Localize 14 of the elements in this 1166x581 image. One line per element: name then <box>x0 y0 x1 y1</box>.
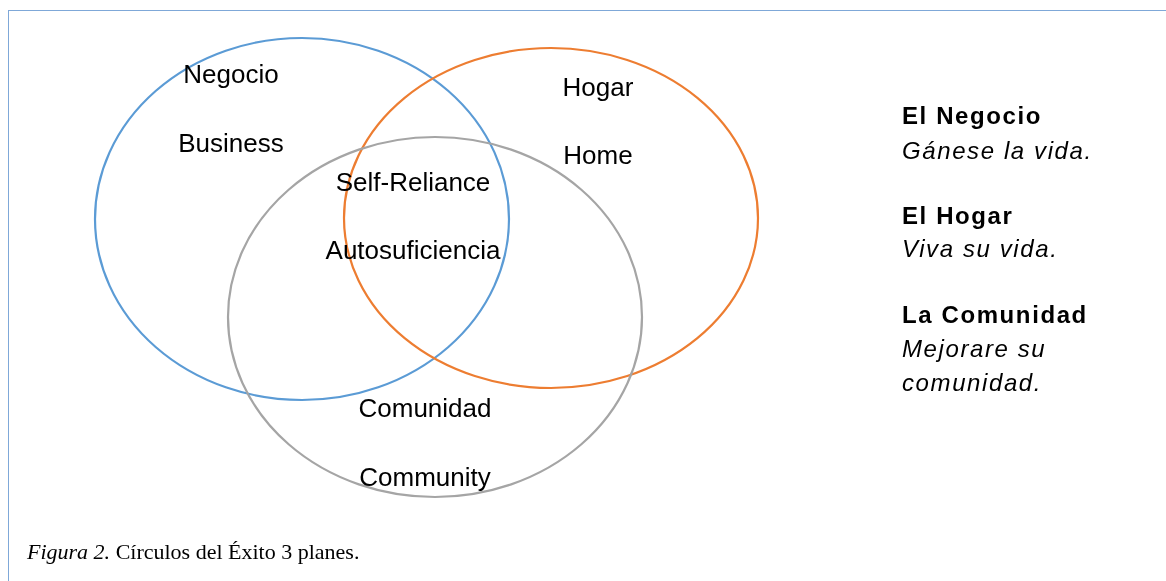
circle-label: Hogar <box>562 71 634 103</box>
circle-label: Home <box>563 139 633 171</box>
circle-label: Negocio <box>183 58 279 90</box>
circle-label: Business <box>178 127 284 159</box>
figure-caption: Figura 2. Círculos del Éxito 3 planes. <box>27 539 360 565</box>
circle-label: Community <box>359 461 491 493</box>
plan-heading: El Negocio <box>902 101 1044 131</box>
plan-heading: El Hogar <box>902 201 1015 231</box>
plan-motto: Mejorare su comunidad. <box>902 334 1048 398</box>
plan-motto: Gánese la vida. <box>902 136 1094 166</box>
circle-label: Comunidad <box>358 392 492 424</box>
plan-heading: La Comunidad <box>902 300 1089 330</box>
venn-ellipse <box>95 38 509 400</box>
plan-motto: Viva su vida. <box>902 234 1060 264</box>
